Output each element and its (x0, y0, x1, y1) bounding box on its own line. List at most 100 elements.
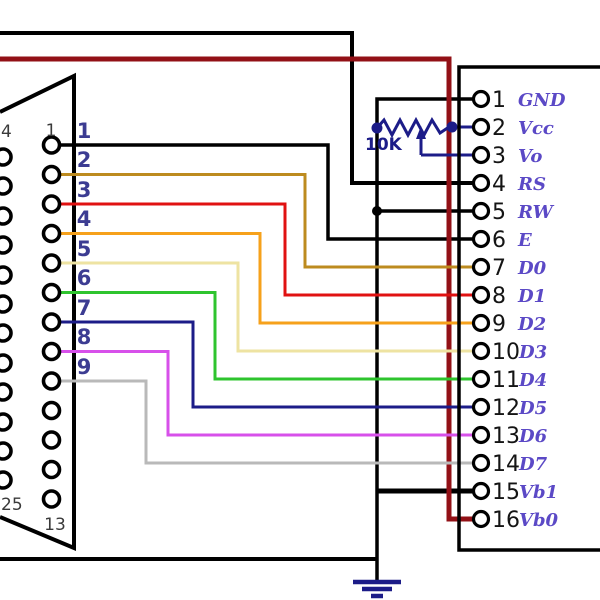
db25-connector (0, 72, 76, 552)
wire-number: 3 (77, 178, 92, 202)
lcd-pin-name: E (517, 230, 532, 251)
db25-pin-hole (41, 223, 62, 244)
db25-pin-hole (0, 441, 13, 461)
db25-pin-hole (0, 176, 13, 196)
lcd-pin-name: RS (517, 174, 546, 195)
lcd-pin-number: 1 (492, 88, 506, 113)
lcd-pin-hole (471, 425, 491, 445)
wire-number: 4 (77, 207, 92, 231)
wire-2-d0 (60, 173, 474, 269)
lcd-pin-name: Vb0 (519, 510, 559, 531)
pot-value-label: 10K (365, 135, 403, 155)
lcd-pin-number: 11 (492, 368, 520, 393)
pot-zigzag (375, 116, 450, 139)
lcd-pin-hole (471, 229, 491, 249)
lcd-pin-number: 6 (492, 228, 506, 253)
lcd-pin-hole (471, 173, 491, 193)
db25-pin-holes-left (0, 147, 13, 490)
lcd-pin-hole (471, 313, 491, 333)
lcd-pin-hole (471, 257, 491, 277)
ground-symbol (353, 579, 401, 599)
wire-3-d1 (60, 202, 474, 297)
wire-number: 2 (77, 148, 92, 172)
db25-outline (0, 72, 76, 552)
lcd-pin-number: 14 (492, 452, 520, 477)
rw-junction-dot (372, 206, 382, 216)
db25-pin14-label: 4 (1, 122, 12, 142)
data-wires (60, 173, 474, 465)
lcd-pin-name: D6 (518, 426, 548, 447)
gnd-wire (375, 97, 474, 580)
wire-4-d2 (60, 232, 474, 325)
lcd-pin-name: RW (517, 202, 555, 223)
db25-pin-holes-right (41, 135, 62, 509)
db25-pin-hole (41, 312, 62, 332)
db25-pin-hole (41, 400, 62, 421)
db25-pin-hole (41, 489, 62, 509)
lcd-pin-number: 8 (492, 284, 506, 309)
lcd-pin-hole (471, 285, 491, 305)
db25-pin-hole (0, 412, 13, 432)
db25-pin-hole (41, 282, 62, 303)
vb0-darkred-wire (0, 56, 474, 522)
db25-pin-hole (0, 147, 13, 167)
lcd-pin-labels: 1 GND 2 Vcc 3 Vo 4 RS 5 RW 6 E 7 D0 8 D1… (492, 88, 566, 533)
lcd-pin-number: 16 (492, 508, 520, 533)
lcd-pin-hole (471, 397, 491, 417)
rs-wire (0, 31, 474, 185)
lcd-pin-name: D3 (518, 342, 547, 363)
lcd-pin-name: D2 (517, 314, 546, 335)
db25-pin-hole (41, 135, 62, 155)
lcd-pin-name: D7 (518, 454, 548, 475)
lcd-pin-name: D1 (517, 286, 546, 307)
lcd-outline (457, 65, 600, 552)
lcd-pin-number: 12 (492, 396, 520, 421)
wire-5-d3 (60, 261, 474, 353)
lcd-pin-holes (471, 89, 491, 529)
db25-pin-hole (41, 164, 62, 185)
db25-pin13-label: 13 (44, 515, 66, 535)
db25-pin-hole (41, 194, 62, 214)
db25-pin1-label: 1 (46, 121, 57, 141)
wire-number: 5 (77, 237, 92, 261)
lcd-pin-name: GND (518, 90, 566, 111)
wire-number: 7 (77, 296, 92, 320)
lcd-pin-number: 10 (492, 340, 520, 365)
lcd-module (457, 65, 600, 552)
wire-6-d4 (60, 291, 474, 381)
db25-pin-hole (0, 206, 13, 226)
e-wire (60, 143, 474, 241)
db25-pin-hole (0, 353, 13, 373)
db25-pin-hole (0, 470, 13, 490)
wire-number-labels: 1 2 3 4 5 6 7 8 9 (77, 119, 92, 379)
lcd-pin-hole (471, 481, 491, 501)
lcd-pin-hole (471, 201, 491, 221)
lcd-pin-name: D5 (518, 398, 547, 419)
db25-pin-hole (0, 235, 13, 255)
lcd-pin-number: 5 (492, 200, 506, 225)
wire-9-d7 (60, 379, 474, 465)
wire-7-d5 (60, 320, 474, 409)
wire-number: 6 (77, 266, 92, 290)
lcd-pin-name: D4 (518, 370, 547, 391)
lcd-pin-hole (471, 145, 491, 165)
pot-terminal-dot-right (446, 121, 458, 133)
lcd-pin-name: D0 (517, 258, 547, 279)
lcd-pin-number: 2 (492, 116, 506, 141)
lcd-pin-number: 13 (492, 424, 520, 449)
db25-pin-hole (0, 323, 13, 343)
db25-pin25-label: 25 (1, 495, 23, 515)
lcd-pin-hole (471, 89, 491, 109)
lcd-pin-name: Vo (518, 146, 542, 167)
lcd-pin-number: 9 (492, 312, 506, 337)
db25-pin-hole (41, 459, 62, 480)
lcd-pin-hole (471, 453, 491, 473)
pot-terminal-dot-left (371, 122, 383, 134)
wire-8-d6 (60, 350, 474, 437)
db25-pin-number-labels: 1 13 4 25 (1, 121, 66, 535)
db25-pin-hole (0, 382, 13, 402)
lcd-pin-hole (471, 369, 491, 389)
db25-pin-hole (41, 253, 62, 273)
